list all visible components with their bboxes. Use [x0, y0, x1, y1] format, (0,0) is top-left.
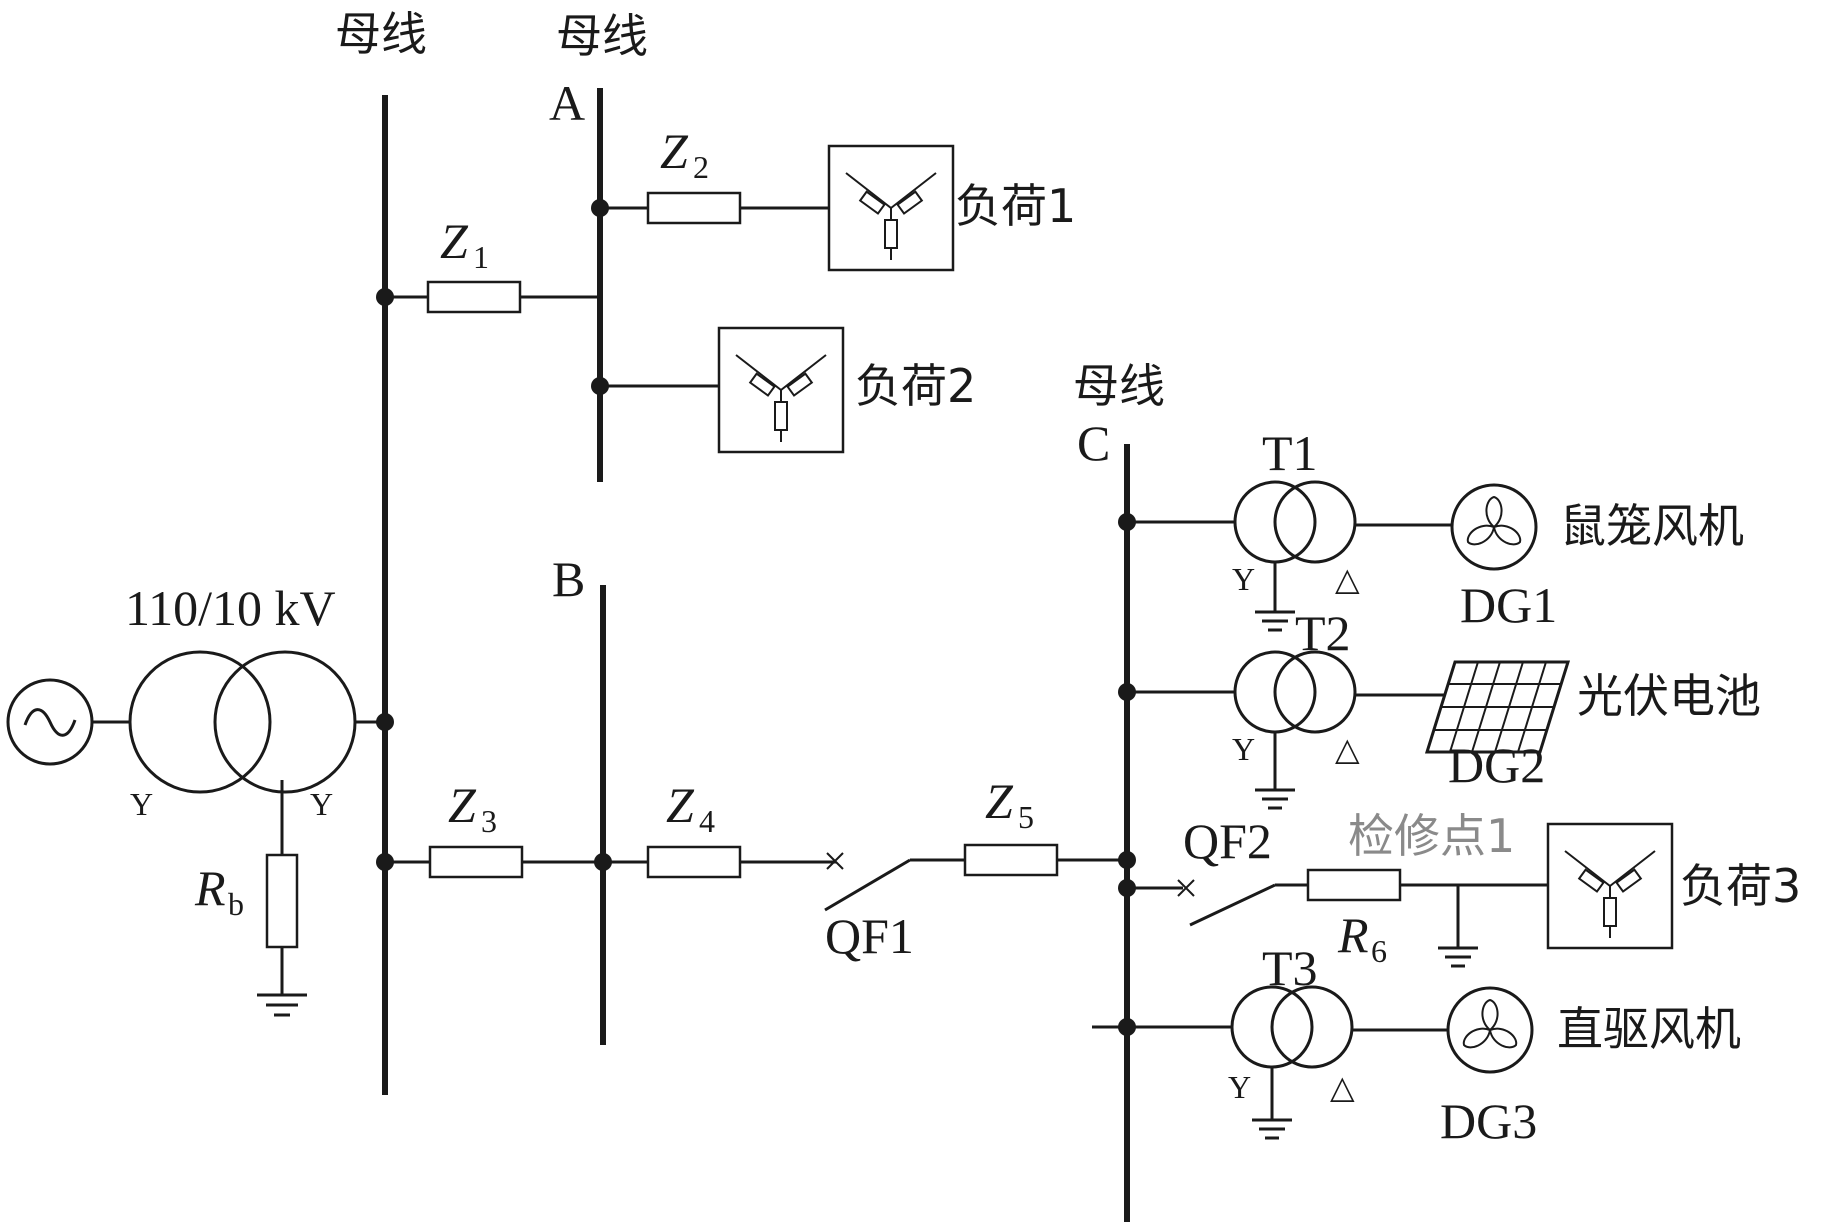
t2-transformer — [1233, 650, 1357, 734]
z2-label-sub: 2 — [693, 149, 709, 185]
r6-label-sub: 6 — [1371, 933, 1387, 969]
maintenance-point-label: 检修点1 — [1348, 809, 1515, 863]
load-1-label: 负荷1 — [955, 179, 1076, 233]
main-transformer — [128, 650, 357, 794]
ground-icon — [257, 993, 307, 1017]
main-transformer-rating: 110/10 kV — [125, 580, 336, 636]
load-2-symbol — [717, 326, 845, 454]
rb-label-sub: b — [228, 886, 244, 922]
z4-impedance — [646, 845, 742, 879]
load-3-symbol — [1546, 822, 1674, 950]
t1-secondary-delta: △ — [1335, 561, 1360, 597]
t1-transformer — [1233, 480, 1357, 564]
dg1-name-label: 鼠笼风机 — [1560, 499, 1744, 553]
qf2-label: QF2 — [1183, 813, 1272, 869]
bus-a-letter-label: A — [549, 75, 585, 131]
load-3-label: 负荷3 — [1680, 859, 1801, 913]
ac-source — [6, 678, 94, 766]
z3-label-main: Z — [448, 777, 477, 833]
t1-label: T1 — [1262, 425, 1318, 481]
dg1-id-label: DG1 — [1460, 577, 1557, 633]
qf2-breaker — [1177, 879, 1276, 927]
bus-a-name-label: 母线 — [556, 9, 648, 63]
junction-dot — [1118, 851, 1136, 869]
t3-primary-wye: Y — [1228, 1069, 1251, 1105]
load-2-label: 负荷2 — [855, 359, 976, 413]
main-transformer-primary-wye: Y — [130, 786, 153, 822]
dg3-fan-icon — [1446, 986, 1534, 1074]
r6-label-main: R — [1337, 907, 1369, 963]
bus-b-letter-label: B — [552, 551, 585, 607]
ground-icon — [1252, 1118, 1292, 1140]
z4-label-sub: 4 — [699, 803, 715, 839]
junction-dot — [376, 713, 394, 731]
junction-dot — [594, 853, 612, 871]
qf1-breaker — [824, 852, 911, 912]
main-bus-label: 母线 — [335, 7, 427, 61]
dg2-name-label: 光伏电池 — [1577, 669, 1761, 723]
z1-label-sub: 1 — [473, 239, 489, 275]
z3-label-sub: 3 — [481, 803, 497, 839]
dg3-id-label: DG3 — [1440, 1093, 1537, 1149]
main-transformer-secondary-wye: Y — [310, 786, 333, 822]
r6-resistor — [1306, 868, 1402, 902]
bus-c-letter-label: C — [1077, 415, 1110, 471]
t3-label: T3 — [1262, 940, 1318, 996]
z1-label-main: Z — [440, 213, 469, 269]
z5-label-sub: 5 — [1018, 799, 1034, 835]
z1-impedance — [426, 280, 522, 314]
rb-label-main: R — [194, 860, 226, 916]
ground-icon — [1255, 788, 1295, 810]
t3-transformer — [1230, 985, 1354, 1069]
z4-label-main: Z — [666, 777, 695, 833]
dg3-name-label: 直驱风机 — [1557, 1002, 1741, 1056]
z5-label-main: Z — [985, 773, 1014, 829]
z2-impedance — [646, 191, 742, 225]
t2-primary-wye: Y — [1232, 731, 1255, 767]
t3-secondary-delta: △ — [1330, 1069, 1355, 1105]
z3-impedance — [428, 845, 524, 879]
t2-secondary-delta: △ — [1335, 731, 1360, 767]
z5-impedance — [963, 843, 1059, 877]
dg2-id-label: DG2 — [1448, 737, 1545, 793]
bus-c-name-label: 母线 — [1073, 359, 1165, 413]
dg2-solar-panel-icon — [1424, 660, 1571, 754]
rb-resistor — [265, 853, 299, 949]
t1-primary-wye: Y — [1232, 561, 1255, 597]
ground-icon — [1438, 946, 1478, 968]
dg1-fan-icon — [1450, 483, 1538, 571]
qf1-label: QF1 — [825, 908, 914, 964]
z2-label-main: Z — [660, 123, 689, 179]
ground-icon — [1255, 610, 1295, 632]
t2-label: T2 — [1295, 605, 1351, 661]
load-1-symbol — [827, 144, 955, 272]
